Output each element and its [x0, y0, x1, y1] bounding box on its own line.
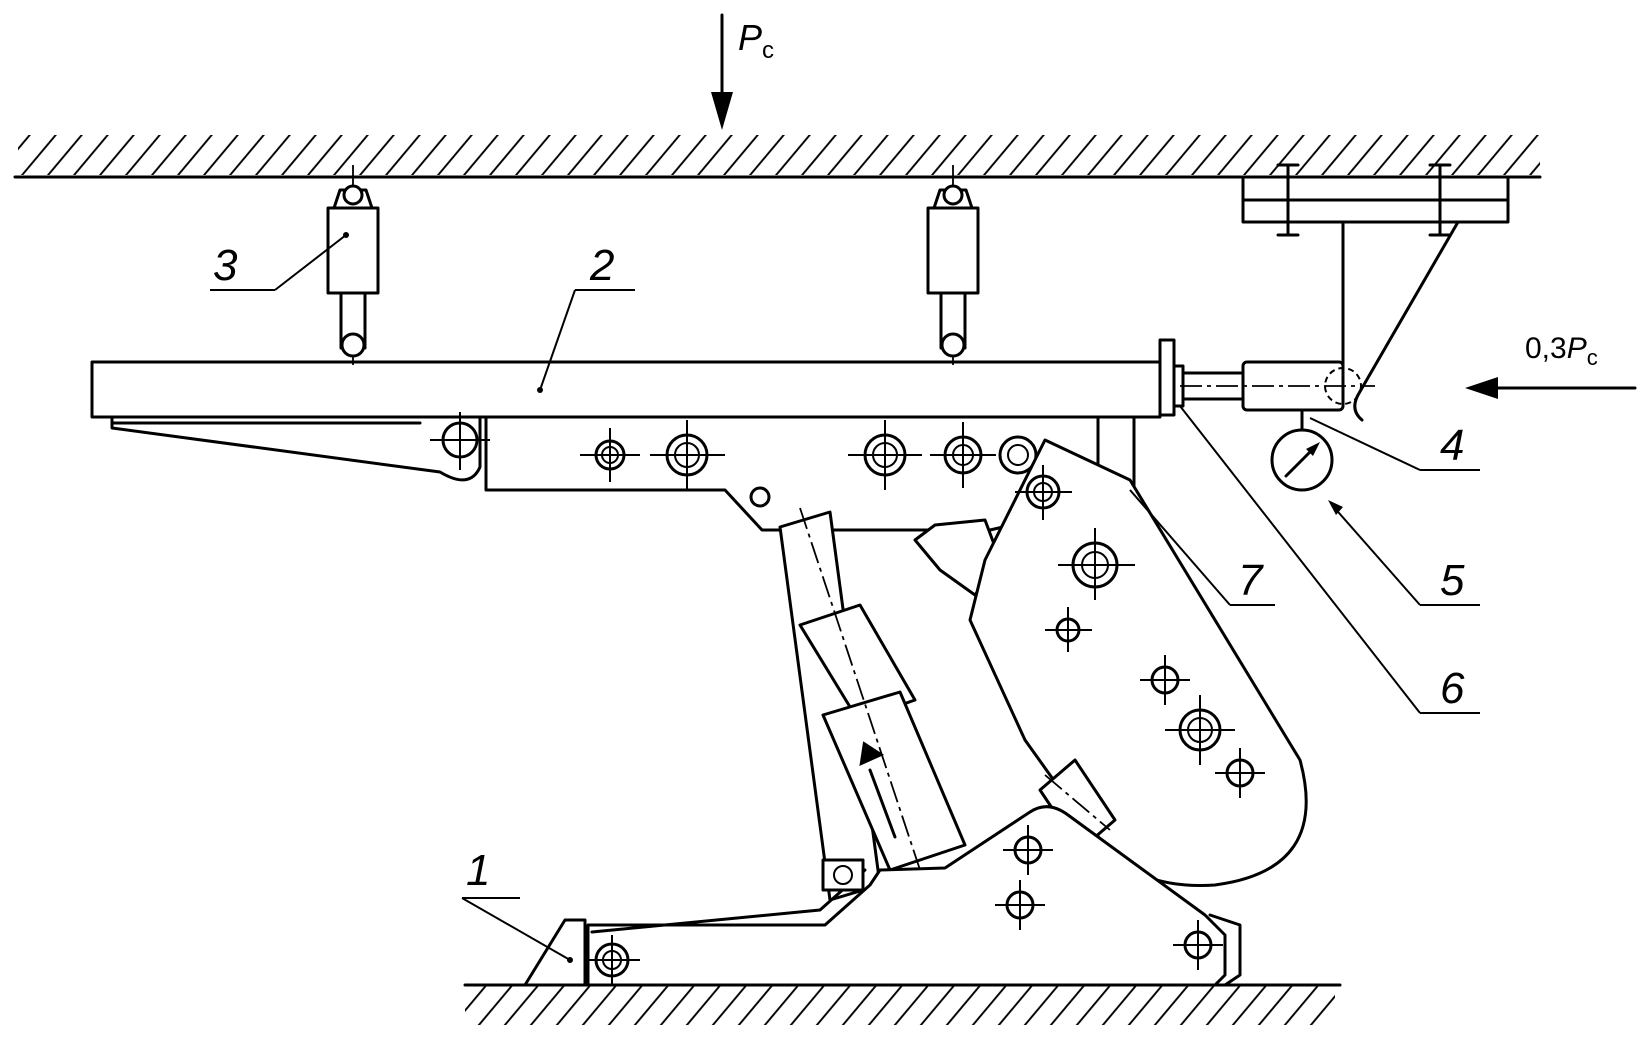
roof-jack-3-right: [926, 165, 980, 365]
label-5: 5: [1440, 556, 1465, 605]
label-4: 4: [1440, 421, 1464, 470]
label-6: 6: [1440, 664, 1465, 713]
pressure-gauge-5: [1270, 408, 1334, 492]
main-hydraulic-leg: [778, 507, 967, 902]
svg-text:Pc: Pc: [738, 17, 774, 64]
force-top-subscript: c: [762, 37, 774, 64]
hydraulic-jack-4: [1163, 360, 1375, 412]
force-arrow-side: 0,3Pc: [1465, 332, 1637, 399]
label-1: 1: [466, 846, 490, 895]
roof-bracket: [1241, 163, 1510, 422]
force-arrow-top: Pc: [711, 13, 774, 130]
svg-text:0,3Pc: 0,3Pc: [1525, 332, 1598, 370]
roof-jack-3-left: [326, 165, 380, 365]
label-3: 3: [213, 241, 238, 290]
base-1: [523, 805, 1242, 987]
label-7: 7: [1238, 556, 1264, 605]
roof-surface: [13, 135, 1542, 179]
leader-lines: [210, 232, 1480, 963]
shield-link-arm: [913, 438, 1308, 887]
floor-surface: [463, 983, 1342, 1025]
force-side-subscript: c: [1587, 345, 1598, 370]
force-side-symbol: P: [1567, 332, 1587, 365]
force-side-coefficient: 0,3: [1525, 332, 1567, 365]
force-top-symbol: P: [738, 17, 762, 58]
label-2: 2: [589, 241, 614, 290]
